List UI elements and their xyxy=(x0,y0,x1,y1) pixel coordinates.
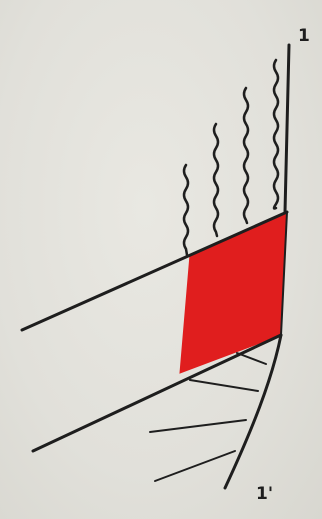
hatch-line-3 xyxy=(150,420,246,432)
wavy-line-2 xyxy=(214,124,218,236)
vertical-line-upper xyxy=(285,45,289,212)
label-1-prime: 1' xyxy=(256,486,273,503)
hatch-line-1 xyxy=(237,353,266,364)
lower-slanted-line xyxy=(33,335,281,451)
wavy-line-1 xyxy=(184,165,188,255)
hatch-line-4 xyxy=(155,451,235,481)
label-1: 1 xyxy=(298,28,310,45)
hatch-line-2 xyxy=(190,380,258,391)
wavy-line-3 xyxy=(244,88,248,223)
wavy-line-4 xyxy=(274,60,278,209)
